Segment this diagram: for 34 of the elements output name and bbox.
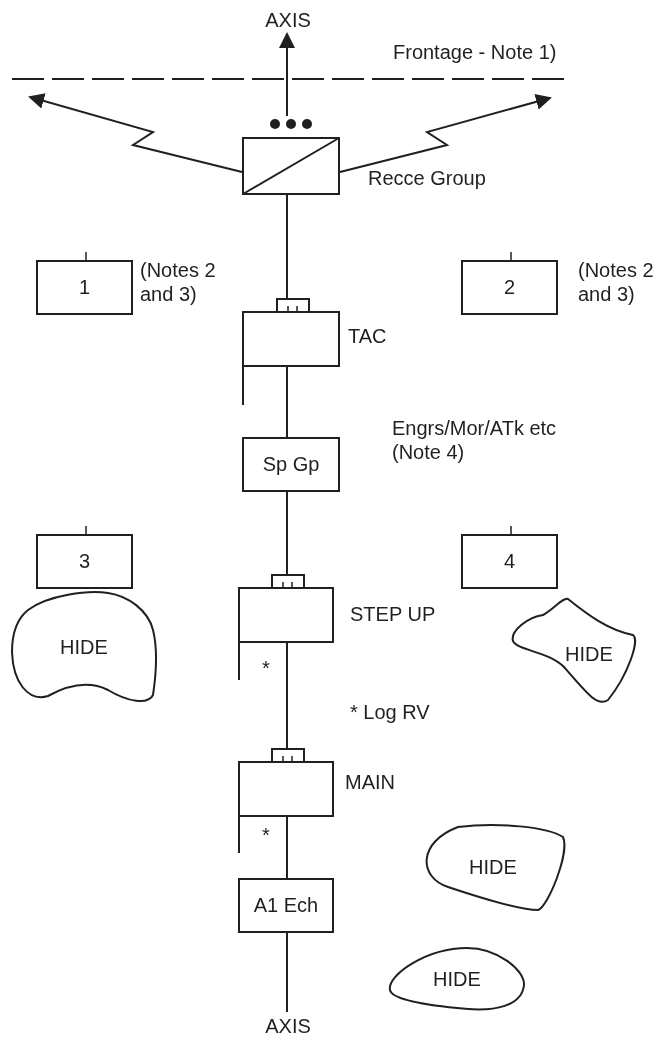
axis-label: AXIS xyxy=(250,6,326,34)
unit-caption: MAIN xyxy=(345,770,396,794)
headquarters-symbol xyxy=(238,574,334,680)
unit-caption: Engrs/Mor/ATk etc (Note 4) xyxy=(392,416,558,464)
connector-line xyxy=(286,365,288,438)
unit-box: Sp Gp xyxy=(242,437,340,492)
note-text: * Log RV xyxy=(350,700,430,725)
asterisk: * xyxy=(262,823,270,848)
asterisk: * xyxy=(262,656,270,681)
arrow xyxy=(339,94,552,173)
connector-line xyxy=(286,641,288,749)
unit-box: 3 xyxy=(36,534,133,589)
unit-caption: STEP UP xyxy=(350,602,437,626)
connector-line xyxy=(286,491,288,575)
connector-line xyxy=(286,932,288,1013)
unit-caption: (Notes 2 and 3) xyxy=(578,258,655,306)
headquarters-symbol xyxy=(242,298,340,405)
connector-line xyxy=(286,815,288,879)
headquarters-symbol xyxy=(238,748,334,853)
arrow xyxy=(28,93,243,173)
axis-label: AXIS xyxy=(250,1012,326,1040)
unit-box: 4 xyxy=(461,534,558,589)
unit-caption: TAC xyxy=(348,324,388,348)
frontage-note: Frontage - Note 1) xyxy=(393,40,557,65)
unit-caption: Recce Group xyxy=(368,166,487,190)
connector-line xyxy=(286,194,288,299)
arrow xyxy=(279,32,295,117)
unit-box: 1 xyxy=(36,260,133,315)
unit-box: 2 xyxy=(461,260,558,315)
hide-area: HIDE xyxy=(387,945,527,1013)
unit-box: A1 Ech xyxy=(238,878,334,933)
hide-area: HIDE xyxy=(8,590,160,705)
unit-caption: (Notes 2 and 3) xyxy=(140,258,217,306)
recce-group-symbol xyxy=(242,116,340,195)
